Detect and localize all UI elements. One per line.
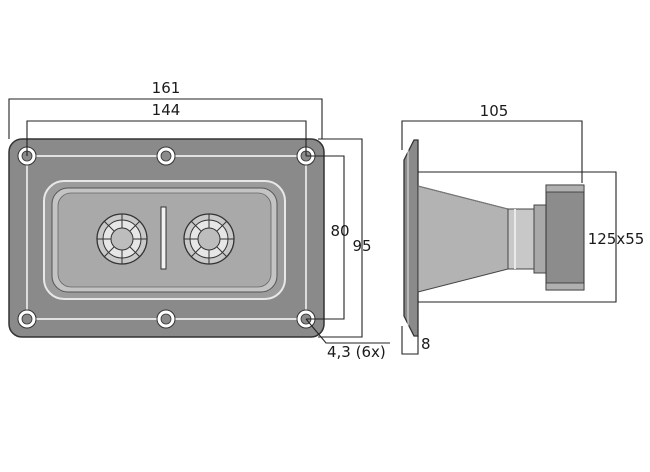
horn-body	[417, 185, 509, 293]
dimension-hole-spacing-width: 144	[26, 101, 307, 156]
flange-thickness-label: 8	[421, 335, 431, 353]
throat-ring	[533, 204, 547, 274]
overall-height-label: 95	[352, 237, 371, 255]
side-flange	[403, 139, 419, 337]
hole-bottom-left	[17, 309, 37, 329]
center-slot	[160, 206, 167, 270]
hole-spacing-height-label: 80	[330, 222, 349, 240]
horn-throat	[507, 208, 535, 270]
dimension-depth: 105	[401, 102, 583, 183]
hole-bottom-middle	[156, 309, 176, 329]
right-driver-grille	[183, 213, 235, 265]
depth-label: 105	[480, 102, 509, 120]
left-driver-grille	[96, 213, 148, 265]
front-view: 161 144 80 95 4,3 (6x)	[8, 79, 390, 361]
horn-mouth-label: 125x55	[588, 230, 645, 248]
hole-spec-label: 4,3 (6x)	[327, 343, 386, 361]
dimension-hole-spacing-height: 80	[306, 155, 350, 320]
dimension-overall-width: 161	[8, 79, 323, 139]
hole-spacing-width-label: 144	[152, 101, 181, 119]
hole-top-middle	[156, 146, 176, 166]
hole-spec-leader: 4,3 (6x)	[305, 318, 390, 361]
driver-housing	[545, 184, 585, 291]
dimension-flange-thickness: 8	[401, 326, 431, 355]
dimension-horn-mouth: 125x55	[418, 171, 645, 303]
dimension-overall-height: 95	[318, 138, 372, 338]
side-view: 105 125x55 8	[401, 102, 645, 355]
overall-width-label: 161	[152, 79, 181, 97]
